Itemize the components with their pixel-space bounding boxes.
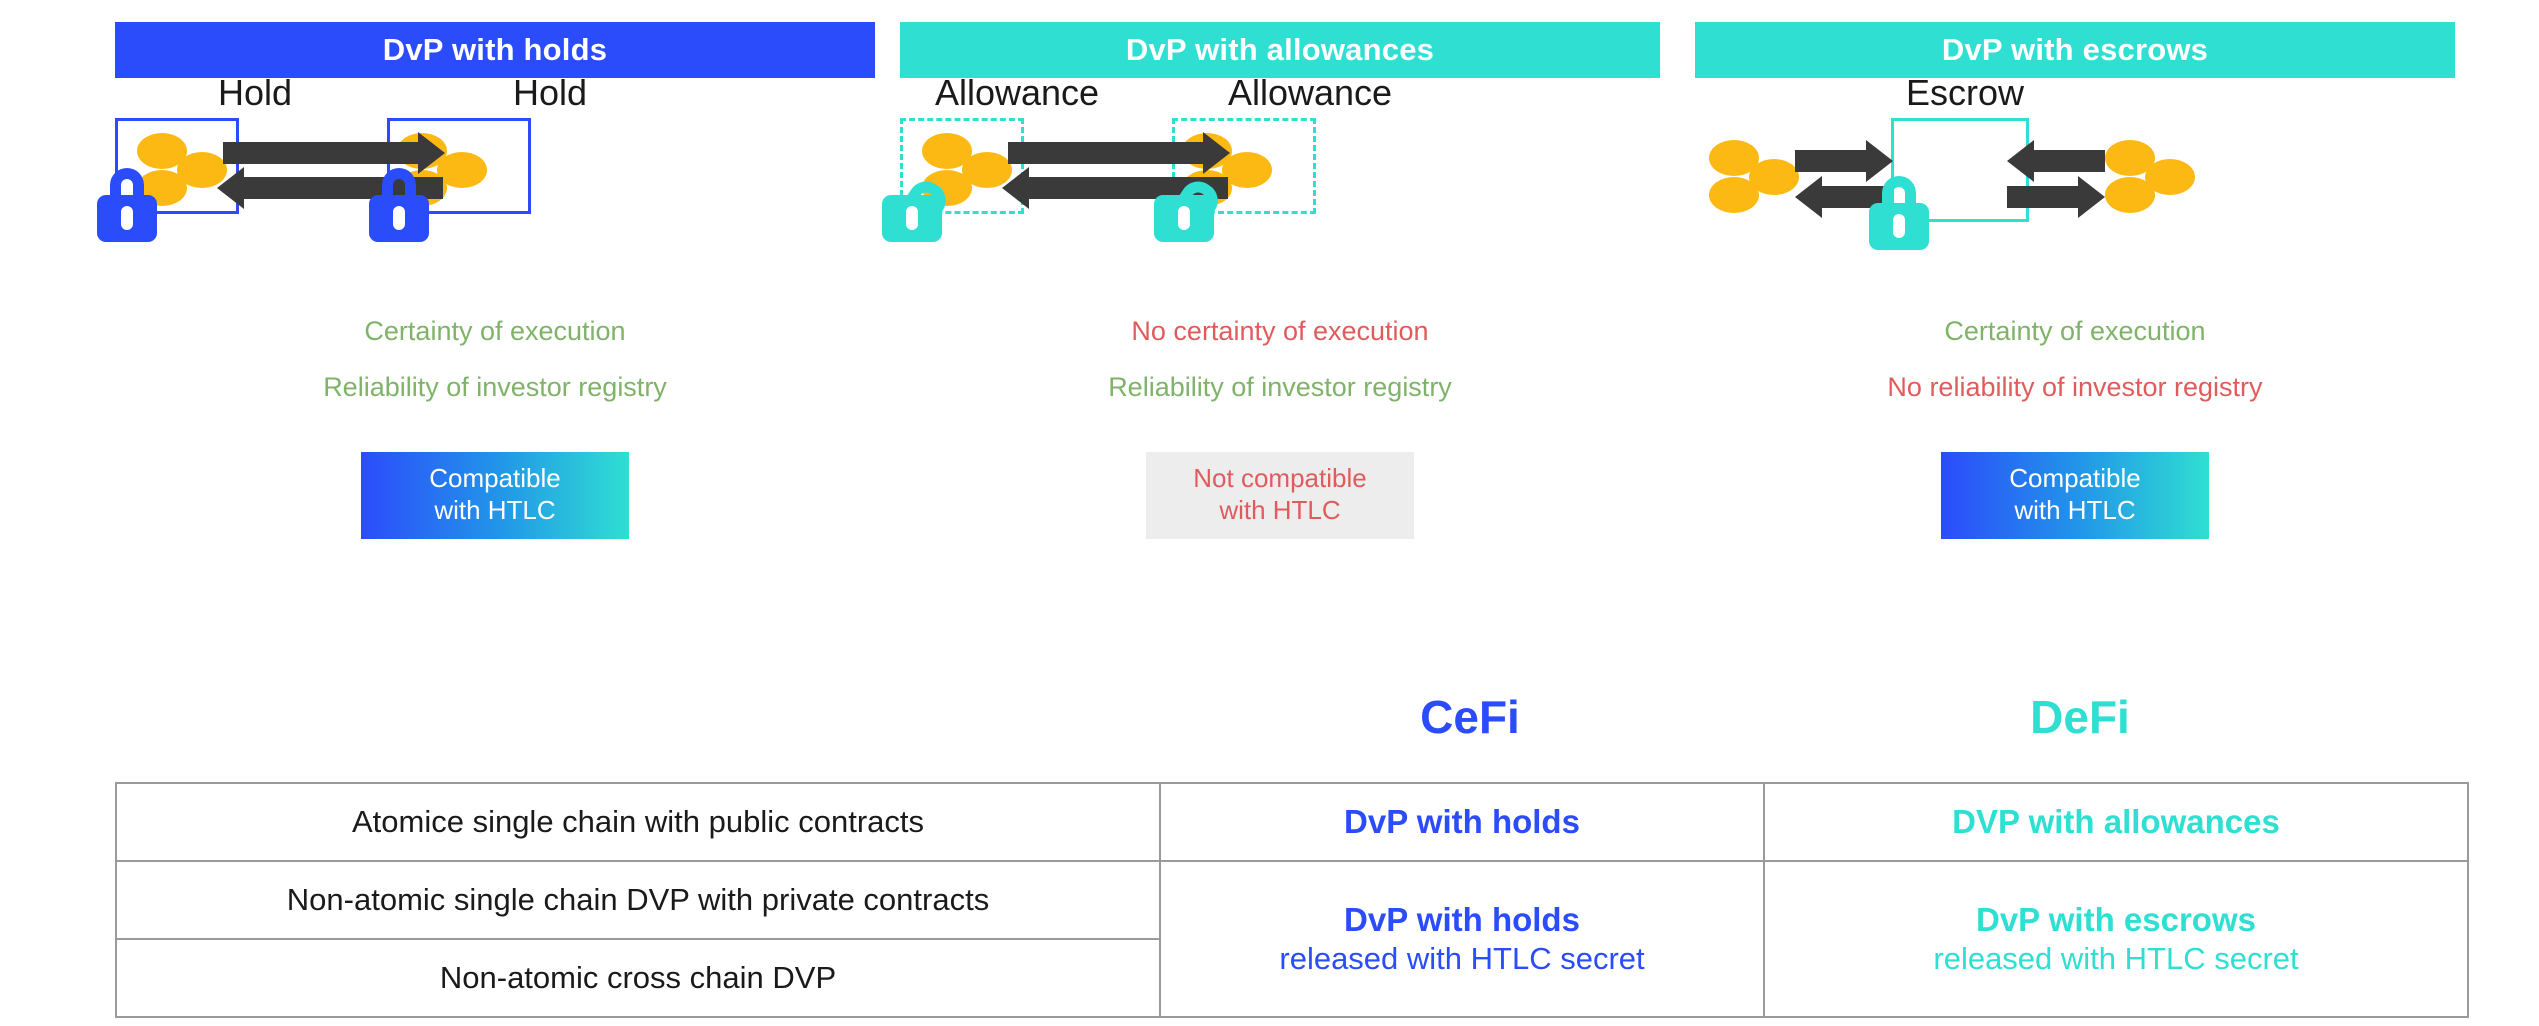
- padlock-closed-icon: [97, 168, 157, 242]
- cell-defi-row2: DvP with escrows released with HTLC secr…: [1763, 860, 2469, 1018]
- coin: [437, 152, 487, 188]
- cell-defi-title: DvP with escrows: [1975, 901, 2256, 938]
- arrowhead-left-icon: [217, 167, 244, 209]
- arrow-right: [223, 132, 445, 174]
- arrowhead-left-icon: [2007, 140, 2034, 182]
- feature-item: No reliability of investor registry: [1887, 372, 2263, 402]
- matrix-column-headers: CeFi DeFi: [0, 690, 2539, 766]
- arrowhead-right-icon: [2078, 176, 2105, 218]
- allowance-box-left: [900, 118, 1024, 214]
- coin: [1222, 152, 1272, 188]
- htlc-badge-line2: with HTLC: [2014, 494, 2136, 525]
- arrowhead-left-icon: [1795, 176, 1822, 218]
- column-header-defi: DeFi: [2030, 691, 2130, 743]
- arrow-right: [2007, 176, 2105, 218]
- panel-title: DvP with holds: [382, 32, 608, 67]
- padlock-closed-icon: [1869, 176, 1929, 250]
- panel-title: DvP with allowances: [1125, 32, 1435, 67]
- htlc-badge-line1: Not compatible: [1193, 463, 1367, 493]
- htlc-badge-line2: with HTLC: [1219, 494, 1341, 525]
- panel-header-holds: DvP with holds: [115, 22, 875, 78]
- panel-dvp-with-allowances: DvP with allowances Allowance Allowance: [882, 0, 1660, 640]
- feature-list-escrows: Certainty of execution No reliability of…: [1695, 318, 2455, 430]
- panel-title: DvP with escrows: [1941, 32, 2209, 67]
- zone-label-right: Hold: [512, 72, 588, 113]
- column-header-cefi: CeFi: [1420, 691, 1520, 743]
- feature-list-allowances: No certainty of execution Reliability of…: [900, 318, 1660, 430]
- arrow-left: [1002, 167, 1228, 209]
- cell-defi-row1: DVP with allowances: [1763, 782, 2469, 862]
- cell-cefi-sub: released with HTLC secret: [1279, 941, 1645, 976]
- feature-item: Certainty of execution: [1944, 316, 2206, 346]
- padlock-open-icon: [1154, 168, 1225, 242]
- zone-label-left: Allowance: [934, 72, 1100, 113]
- panel-dvp-with-holds: DvP with holds Hold Hold: [97, 0, 875, 640]
- table-row: Non-atomic single chain DVP with private…: [115, 860, 2469, 1018]
- feature-item: No certainty of execution: [1131, 316, 1429, 346]
- htlc-badge: Compatible with HTLC: [1941, 452, 2209, 540]
- arrow-left: [2007, 140, 2105, 182]
- comparison-table: Atomice single chain with public contrac…: [115, 782, 2469, 1018]
- htlc-badge-line2: with HTLC: [434, 494, 556, 525]
- arrow-left: [1795, 176, 1893, 218]
- coin: [1749, 159, 1799, 195]
- feature-item: Reliability of investor registry: [1108, 372, 1452, 402]
- panel-header-escrows: DvP with escrows: [1695, 22, 2455, 78]
- hold-box-right: [387, 118, 531, 214]
- htlc-badge-line1: Compatible: [429, 463, 561, 493]
- feature-list-holds: Certainty of execution Reliability of in…: [115, 318, 875, 430]
- arrowhead-left-icon: [1002, 167, 1029, 209]
- hold-box-left: [115, 118, 239, 214]
- arrowhead-right-icon: [418, 132, 445, 174]
- arrowhead-right-icon: [1203, 132, 1230, 174]
- allowance-box-right: [1172, 118, 1316, 214]
- arrowhead-right-icon: [1866, 140, 1893, 182]
- row-label: Non-atomic single chain DVP with private…: [115, 860, 1161, 940]
- diagram-escrows: Escrow: [1695, 72, 2455, 308]
- coin: [2145, 159, 2195, 195]
- arrow-right: [1008, 132, 1230, 174]
- cell-defi-sub: released with HTLC secret: [1933, 941, 2299, 976]
- row-label: Atomice single chain with public contrac…: [115, 782, 1161, 862]
- zone-label-center: Escrow: [1905, 72, 2025, 113]
- row-label: Non-atomic cross chain DVP: [115, 938, 1161, 1018]
- htlc-badge: Not compatible with HTLC: [1146, 452, 1414, 540]
- padlock-open-icon: [882, 168, 953, 242]
- cell-cefi-row2: DvP with holds released with HTLC secret: [1159, 860, 1765, 1018]
- padlock-closed-icon: [369, 168, 429, 242]
- panel-dvp-with-escrows: DvP with escrows Escrow C: [1695, 0, 2455, 640]
- table-row: Non-atomic cross chain DVP: [115, 938, 2468, 1018]
- zone-label-right: Allowance: [1227, 72, 1393, 113]
- diagram-holds: Hold Hold: [97, 72, 875, 308]
- cell-cefi-title: DvP with holds: [1344, 901, 1580, 938]
- arrow-right: [1795, 140, 1893, 182]
- htlc-badge-line1: Compatible: [2009, 463, 2141, 493]
- zone-label-left: Hold: [217, 72, 293, 113]
- feature-item: Certainty of execution: [364, 316, 626, 346]
- diagram-allowances: Allowance Allowance: [882, 72, 1660, 308]
- cell-cefi-row1: DvP with holds: [1159, 782, 1765, 862]
- table-row: Atomice single chain with public contrac…: [115, 782, 2469, 862]
- panel-header-allowances: DvP with allowances: [900, 22, 1660, 78]
- htlc-badge: Compatible with HTLC: [361, 452, 629, 540]
- feature-item: Reliability of investor registry: [323, 372, 667, 402]
